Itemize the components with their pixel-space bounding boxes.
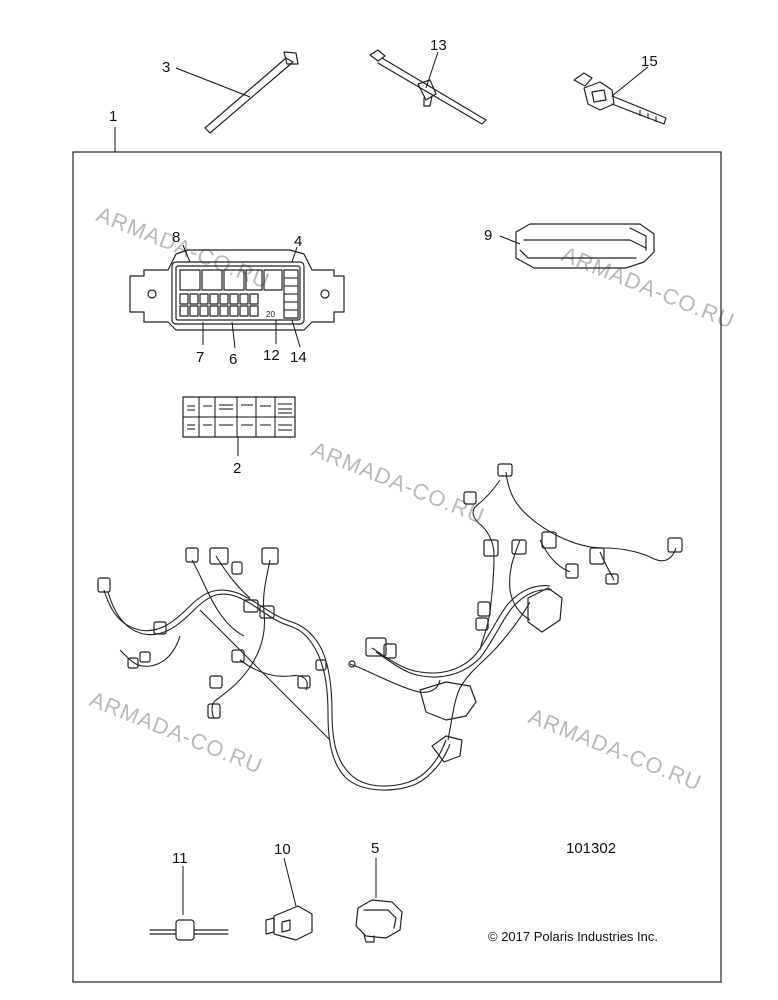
callout-14: 14 [290,349,307,366]
push-mount-tie-13: 13 [369,37,487,125]
terminal-connector-10: 10 [265,841,313,941]
assembly-frame [72,151,722,983]
callout-10: 10 [274,841,291,858]
main-wire-harness [97,463,683,791]
watermark-2: ARMADA-CO.RU [558,241,738,333]
callout-15: 15 [641,53,658,70]
callout-2: 2 [233,460,241,477]
callout-11: 11 [172,850,188,867]
callout-1: 1 [109,108,117,125]
watermark-3: ARMADA-CO.RU [308,436,488,528]
watermark-5: ARMADA-CO.RU [525,703,705,795]
callout-4: 4 [294,233,302,250]
callout-3: 3 [162,59,170,76]
inline-fuse-11: 11 [149,850,229,941]
fuse-rows [179,269,299,319]
callout-7: 7 [196,349,204,366]
watermark-4: ARMADA-CO.RU [86,686,266,778]
cable-tie-3: 3 [162,51,299,134]
fuse-relay-box: 20 8 4 7 6 12 14 [129,229,345,368]
callout-13: 13 [430,37,447,54]
callout-6: 6 [229,351,237,368]
copyright-notice: © 2017 Polaris Industries Inc. [488,929,658,944]
box-cover-9: 9 [484,223,655,269]
drawing-number: 101302 [566,840,616,857]
callout-8: 8 [172,229,180,246]
callout-5: 5 [371,840,379,857]
callout-12: 12 [263,347,280,364]
callout-9: 9 [484,227,492,244]
connector-housing-5: 5 [355,840,403,943]
fuse-label-decal-2: 2 [182,396,296,477]
edge-clip-tie-15: 15 [573,53,667,125]
fuse-slot-label: 20 [266,310,275,319]
